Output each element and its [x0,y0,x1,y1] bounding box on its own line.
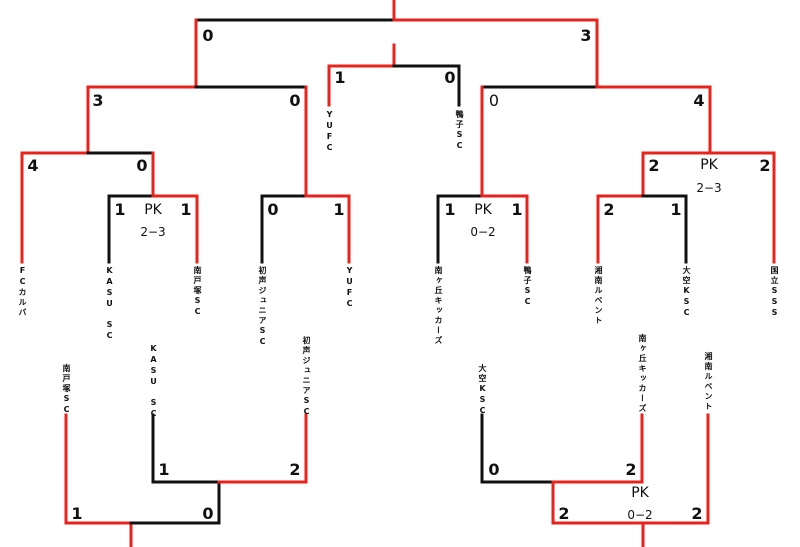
score-r1c-right: 1 [511,200,523,219]
team-kamiko-third: 鴨子SC [455,110,464,152]
score-r1d-right: 1 [670,200,682,219]
score-b-left-top-left: 1 [71,504,83,523]
score-r1a-left: 1 [114,200,126,219]
score-b-left-sub-left: 1 [158,460,170,479]
score-qf1-left: 4 [27,156,39,175]
pk-label-r1c: PK [474,202,492,218]
pk-score-qf4: 2−3 [696,181,722,195]
score-r1b-left: 0 [267,200,279,219]
pk-label-r1a: PK [144,202,162,218]
score-qf1-right: 0 [136,156,148,175]
score-b-right-top-right: 2 [691,504,703,523]
score-r1b-right: 1 [333,200,345,219]
score-r1d-left: 2 [603,200,615,219]
pk-score-b-right: 0−2 [627,508,653,522]
team-b-ozora-ksc: 大空KSC [478,364,487,417]
score-qf4-left: 2 [648,156,660,175]
team-kasu-sc: KASU SC [105,266,114,342]
team-minamitotsuka-sc: 南戸塚SC [193,266,202,318]
team-fc-karuba: FCカルバ [18,266,27,318]
team-b-hatsune-junior-sc: 初声ジュニアSC [302,336,311,418]
score-r1c-left: 1 [444,200,456,219]
score-semi-right-left: 0 [488,91,500,110]
pk-label-qf4: PK [700,157,718,173]
team-b-shonan-revent: 湘南ルベント [704,352,713,412]
team-kokuritsu-sss: 国立SSS [770,266,779,319]
score-third-right: 0 [444,68,456,87]
team-ozora-ksc: 大空KSC [682,266,691,319]
score-b-left-sub-right: 2 [289,460,301,479]
score-final-right: 3 [580,26,592,45]
score-semi-left-left: 3 [92,91,104,110]
score-r1a-right: 1 [180,200,192,219]
pk-label-b-right: PK [631,485,649,501]
score-b-right-sub-left: 0 [488,460,500,479]
score-b-right-top-left: 2 [558,504,570,523]
score-third-left: 1 [334,68,346,87]
team-yufc-third: YUFC [325,110,334,154]
team-shonan-revent: 湘南ルベント [594,266,603,326]
team-b-kasu-sc: KASU SC [149,344,158,420]
team-minamigaoka-kickers: 南ヶ丘キッカーズ [434,266,443,346]
team-kamiko-sc: 鴨子SC [523,266,532,308]
score-b-right-sub-right: 2 [625,460,637,479]
team-b-minamigaoka-kickers: 南ヶ丘キッカーズ [638,334,647,414]
score-semi-right-right: 4 [693,91,705,110]
team-yufc: YUFC [345,266,354,310]
score-semi-left-right: 0 [289,91,301,110]
score-qf4-right: 2 [759,156,771,175]
score-final-left: 0 [202,26,214,45]
team-b-minamitotsuka-sc: 南戸塚SC [62,364,71,416]
pk-score-r1a: 2−3 [140,225,166,239]
pk-score-r1c: 0−2 [470,225,496,239]
score-b-left-top-right: 0 [202,504,214,523]
team-hatsune-junior-sc: 初声ジュニアSC [258,266,267,348]
